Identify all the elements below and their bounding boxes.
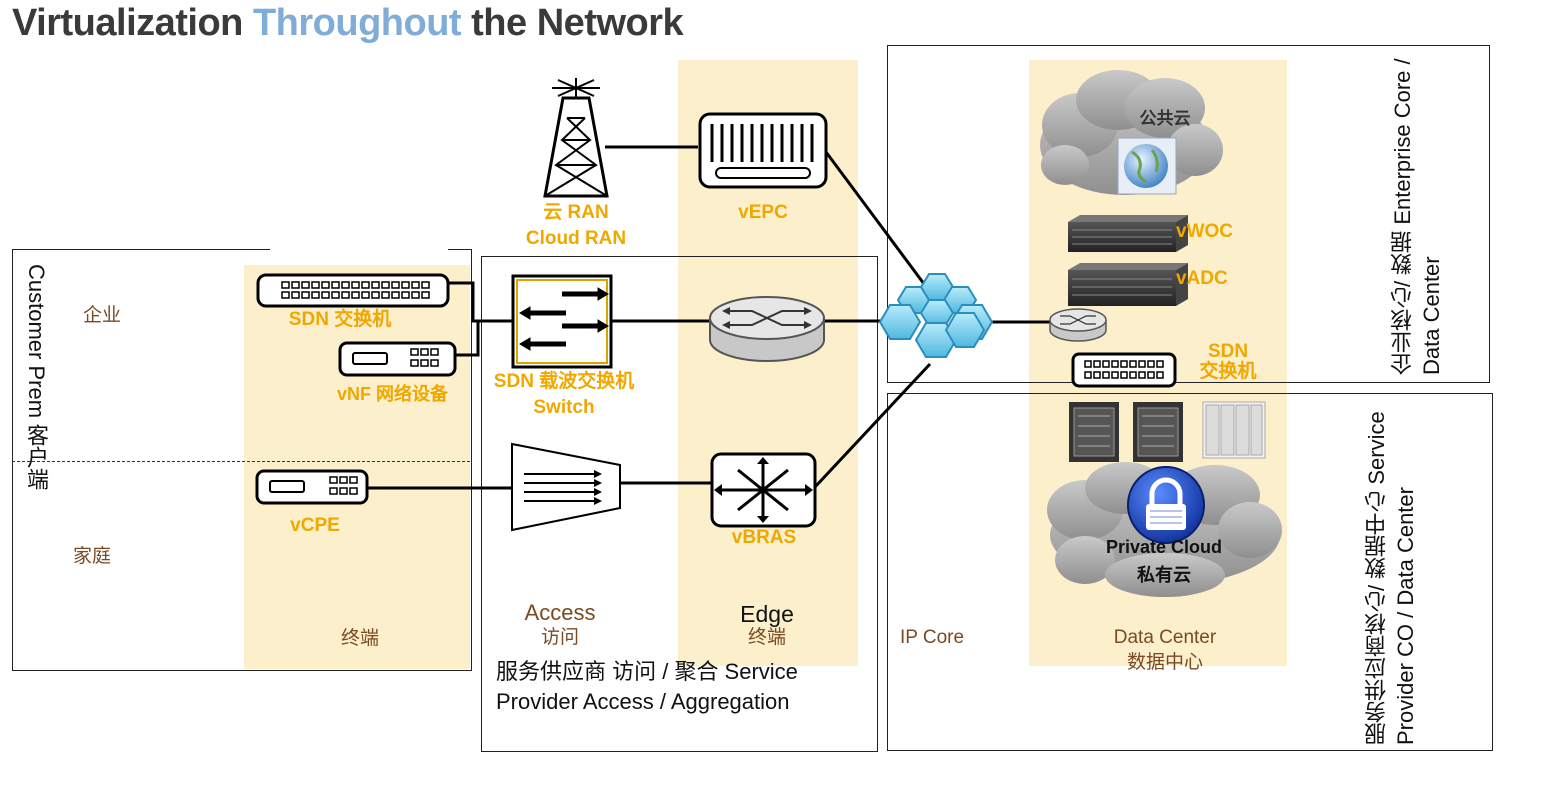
vepc-appliance-icon bbox=[698, 112, 828, 189]
data-center-cn-label: 数据中心 bbox=[1126, 652, 1203, 673]
vadc-server-icon bbox=[1068, 263, 1188, 306]
vbras-label: vBRAS bbox=[731, 527, 797, 548]
customer-terminal-label: 终端 bbox=[340, 628, 379, 649]
access-title-cn: 访问 bbox=[540, 627, 579, 648]
vcpe-device-icon bbox=[255, 469, 369, 505]
dc-sdn-label-line-1: SDN bbox=[1207, 341, 1249, 362]
carrier-switch-cn-label: SDN 载波交换机 bbox=[493, 371, 635, 392]
vnf-device-icon bbox=[338, 341, 457, 377]
title-highlight: Throughout bbox=[252, 2, 462, 44]
private-cloud-en-label: Private Cloud bbox=[1105, 537, 1223, 557]
cell-tower-icon bbox=[543, 78, 609, 198]
vadc-label: vADC bbox=[1176, 268, 1228, 289]
enterprise-dc-box bbox=[887, 45, 1490, 383]
access-title-en: Access bbox=[524, 600, 596, 625]
vwoc-label: vWOC bbox=[1176, 221, 1233, 242]
vbras-icon bbox=[710, 452, 817, 528]
sdn-switch-label: SDN 交换机 bbox=[288, 309, 392, 330]
lock-icon bbox=[1127, 466, 1205, 544]
globe-icon bbox=[1117, 137, 1177, 195]
customer-box-gap bbox=[270, 246, 448, 252]
rack-server-1-icon bbox=[1069, 402, 1119, 462]
customer-prem-vertical-label: Customer Prem 客户端 bbox=[24, 264, 49, 491]
enterprise-label: 企业 bbox=[82, 305, 121, 326]
carrier-switch-en-label: Switch bbox=[533, 397, 595, 418]
access-box bbox=[481, 256, 878, 752]
enterprise-dc-vertical-label: 企业核心/ 数据 Enterprise Core / Data Center bbox=[1390, 58, 1444, 375]
customer-divider bbox=[12, 461, 470, 462]
sp-dc-vertical-label: 服务供应商核心/ 数据中心 Service Provider CO / Data… bbox=[1364, 411, 1418, 745]
public-cloud-label: 公共云 bbox=[1139, 109, 1191, 128]
connection-lines bbox=[367, 145, 1050, 490]
rack-server-2-icon bbox=[1133, 402, 1183, 462]
sp-dc-box bbox=[887, 393, 1493, 751]
access-footer-line-2: Provider Access / Aggregation bbox=[496, 689, 790, 714]
customer-band bbox=[244, 265, 470, 669]
aggregator-icon bbox=[511, 442, 621, 532]
ip-core-hexagons-icon bbox=[878, 273, 994, 358]
vnf-label: vNF 网络设备 bbox=[336, 384, 448, 404]
customer-prem-box bbox=[12, 249, 472, 671]
storage-array-icon bbox=[1202, 401, 1266, 459]
home-label: 家庭 bbox=[72, 546, 111, 567]
vepc-label: vEPC bbox=[738, 202, 788, 223]
sdn-switch-icon bbox=[256, 273, 450, 308]
carrier-switch-icon bbox=[511, 274, 613, 369]
vwoc-server-icon bbox=[1068, 215, 1188, 252]
title-part-3: the Network bbox=[461, 2, 684, 44]
access-footer-line-1: 服务供应商 访问 / 聚合 Service bbox=[496, 659, 798, 684]
edge-title-cn: 终端 bbox=[747, 627, 786, 648]
dc-sdn-switch-icon bbox=[1071, 352, 1177, 388]
dc-sdn-label-line-2: 交换机 bbox=[1199, 361, 1257, 382]
edge-router-icon bbox=[709, 296, 825, 362]
private-cloud-cn-label: 私有云 bbox=[1137, 565, 1191, 585]
title-part-1: Virtualization bbox=[12, 2, 253, 44]
vcpe-label: vCPE bbox=[290, 515, 340, 536]
data-center-en-label: Data Center bbox=[1113, 627, 1217, 648]
edge-title-en: Edge bbox=[740, 601, 794, 627]
cloud-ran-cn-label: 云 RAN bbox=[543, 202, 609, 223]
page-title: Virtualization Throughout the Network bbox=[12, 2, 684, 45]
dc-router-icon bbox=[1049, 308, 1107, 342]
cloud-ran-en-label: Cloud RAN bbox=[525, 228, 627, 249]
ip-core-label: IP Core bbox=[900, 627, 965, 648]
